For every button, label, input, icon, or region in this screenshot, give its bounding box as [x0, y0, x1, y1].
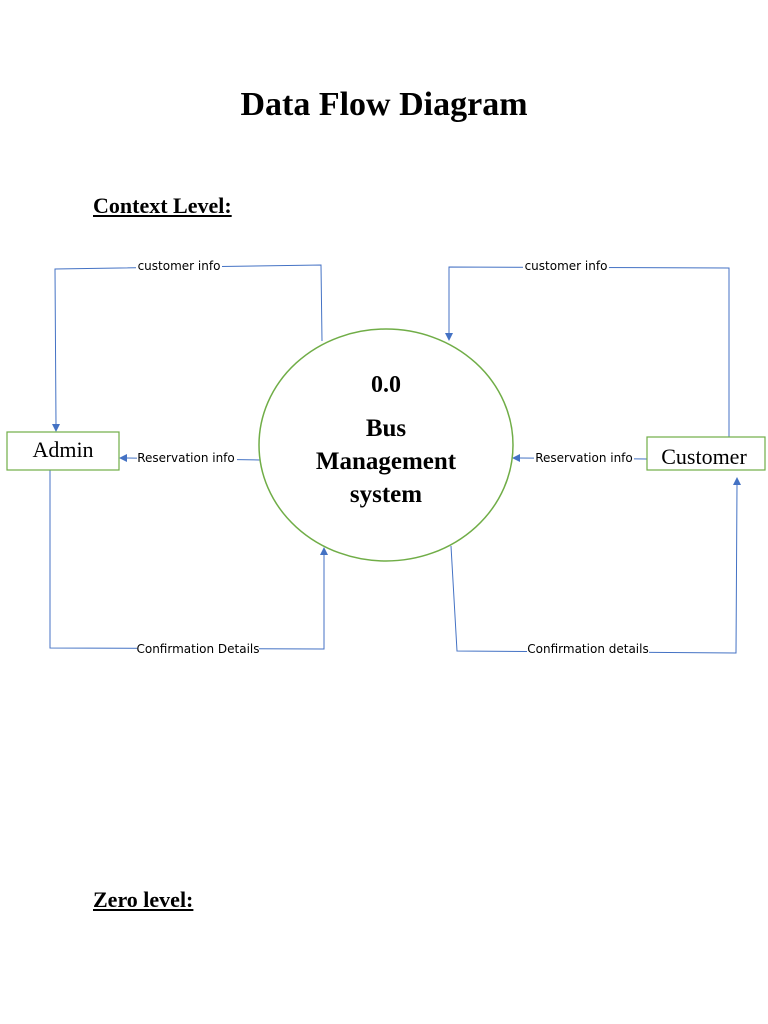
entity-label: Customer	[661, 444, 747, 469]
flow-customer-customer-info: customer info	[445, 258, 730, 437]
entity-box	[646, 436, 766, 471]
entity-box	[6, 431, 120, 471]
flow-admin-customer-info: customer info	[52, 258, 323, 432]
arrow-head	[733, 477, 741, 485]
flow-admin-reservation-info: Reservation info	[119, 450, 261, 466]
flow-label: Reservation info	[137, 451, 235, 465]
arrow-head	[119, 454, 127, 462]
flow-customer-reservation-info: Reservation info	[512, 450, 648, 466]
process-name-line: Management	[316, 448, 457, 475]
context-level-heading: Context Level:	[93, 193, 232, 218]
flow-label-background	[136, 258, 222, 274]
flow-label-background	[534, 450, 634, 466]
flow-line	[450, 483, 738, 654]
flow-label: Reservation info	[535, 451, 633, 465]
process-circle	[258, 328, 514, 562]
entity-label: Admin	[32, 437, 93, 462]
flow-admin-confirmation: Confirmation Details	[49, 470, 328, 657]
arrow-head	[320, 547, 328, 555]
entity-admin: Admin	[6, 431, 120, 471]
flow-label-background	[137, 641, 259, 657]
process-name-line: system	[350, 481, 422, 508]
flow-label: Confirmation Details	[136, 642, 259, 656]
flow-label-background	[527, 641, 649, 657]
process-number: 0.0	[371, 372, 401, 398]
page-title: Data Flow Diagram	[240, 86, 528, 123]
flow-label: customer info	[138, 259, 221, 273]
process-name-line: Bus	[366, 415, 407, 442]
arrow-head	[52, 424, 60, 432]
entity-customer: Customer	[646, 436, 766, 471]
flow-customer-confirmation: Confirmation details	[450, 477, 741, 657]
zero-level-heading: Zero level:	[93, 887, 194, 912]
flow-label-background	[523, 258, 609, 274]
flow-label: Confirmation details	[527, 642, 648, 656]
flow-label-background	[137, 450, 237, 466]
arrow-head	[445, 333, 453, 341]
process-bus-management-system: 0.0 Bus Management system	[258, 328, 514, 562]
arrow-head	[512, 454, 520, 462]
flow-label: customer info	[525, 259, 608, 273]
